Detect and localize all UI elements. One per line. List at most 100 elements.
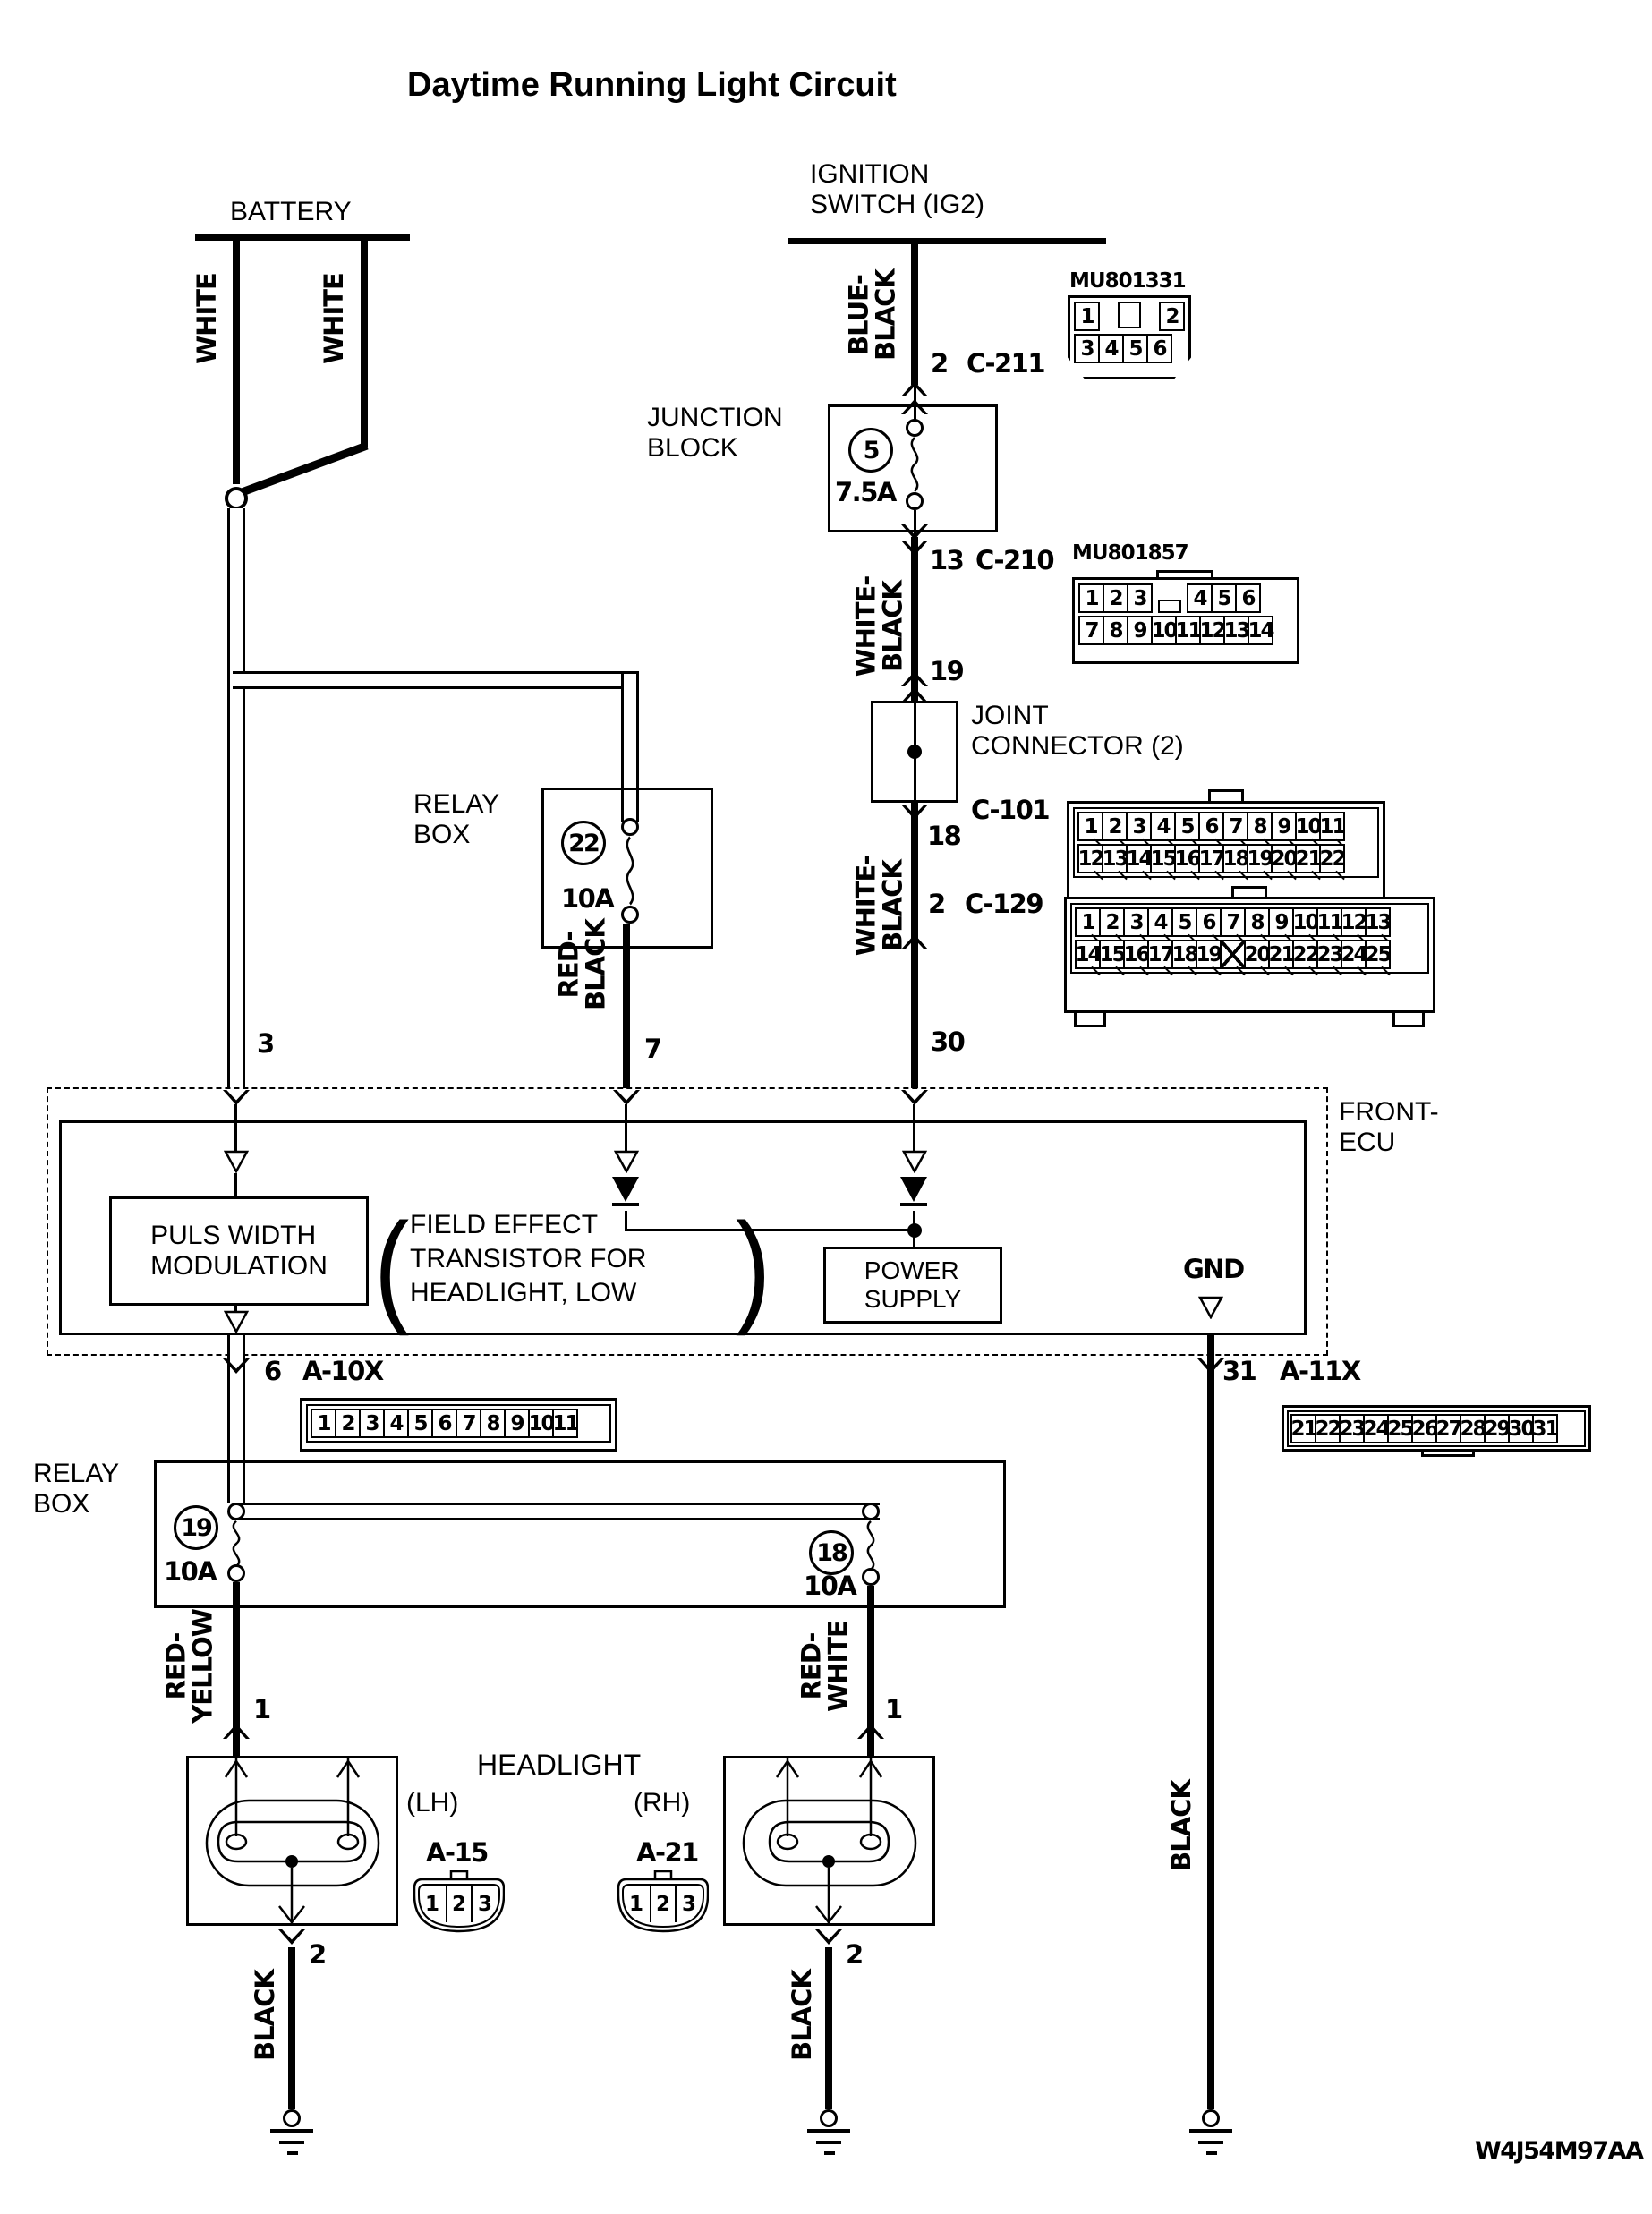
svg-text:3: 3: [682, 1893, 696, 1916]
joint-connector-node: [907, 745, 922, 759]
fuse18-rating: 10A: [804, 1571, 857, 1601]
pin-cell: 11: [1175, 616, 1203, 645]
c210-part-number: MU801857: [1072, 541, 1189, 565]
pin-cell: 5: [1171, 907, 1197, 937]
pin-cell: 23: [1316, 940, 1344, 969]
power-supply-block: POWER SUPPLY: [823, 1247, 1002, 1324]
pwm-label: PULS WIDTH MODULATION: [150, 1220, 328, 1281]
pin-cell: 6: [1146, 334, 1172, 363]
fuse5-terminal-top: [906, 419, 924, 437]
pin-cell: 3: [1126, 812, 1152, 841]
pin-cell: 11: [1316, 907, 1344, 937]
pin-cell: 19: [1247, 844, 1274, 873]
wire-color-red-black: RED- BLACK: [553, 919, 611, 1010]
pin-cell: 7: [456, 1409, 481, 1438]
pin-cell: 9: [1127, 616, 1153, 645]
c129-name: C-129: [965, 889, 1044, 919]
connector-crossing-chevron: [278, 1929, 305, 1945]
fuse18-terminal-top: [862, 1503, 880, 1520]
c210-pin: 13: [930, 545, 965, 575]
ecu-pin3-lead: [234, 1104, 237, 1152]
headlight-lh-pin2: 2: [309, 1939, 327, 1970]
ground-symbol-rh: [807, 2129, 850, 2133]
fuse5-element: [910, 437, 919, 492]
pin-cell: 10: [528, 1409, 556, 1438]
ground-symbol-lh: [287, 2151, 298, 2155]
pin-cell: 27: [1435, 1414, 1463, 1443]
a15-name: A-15: [426, 1837, 489, 1868]
pin-cell: 21: [1290, 1414, 1318, 1443]
pin-cell: 12: [1077, 844, 1105, 873]
pin-cell: 5: [407, 1409, 433, 1438]
pin-cell: 10: [1295, 812, 1323, 841]
connector-key-slot: [1158, 600, 1181, 613]
pin-cell: 12: [1199, 616, 1227, 645]
wire-color-red-yellow: RED- YELLOW: [160, 1609, 218, 1724]
fuse22-element: [626, 836, 634, 906]
fuse22-rating: 10A: [561, 883, 615, 914]
pin-cell: 23: [1339, 1414, 1367, 1443]
battery-wire-right: [361, 241, 368, 447]
c211-pin: 2: [931, 348, 949, 379]
fuse5-rating: 7.5A: [835, 477, 897, 507]
pin-cell: 4: [1150, 812, 1176, 841]
junction-dot: [907, 1223, 922, 1238]
battery-junction-node: [225, 487, 248, 510]
battery-wire-left: [233, 241, 240, 484]
pin-cell: 19: [1196, 940, 1223, 969]
wire-color-white-right: WHITE: [318, 273, 349, 364]
svg-text:3: 3: [478, 1893, 492, 1916]
pin-cell: 11: [552, 1409, 580, 1438]
pin-cell: 26: [1411, 1414, 1439, 1443]
c101-name: C-101: [971, 795, 1051, 825]
pin-cell: 2: [335, 1409, 361, 1438]
pin-cell: 2: [1103, 583, 1128, 613]
pin-cell: 9: [1271, 812, 1297, 841]
fuse22-terminal-bottom: [621, 906, 639, 924]
document-code: W4J54M97AA: [1475, 2137, 1644, 2165]
pin-cell: 13: [1102, 844, 1129, 873]
relay-box-lower: [154, 1460, 1006, 1608]
pin-cell: 9: [504, 1409, 530, 1438]
pin-cell: 6: [1235, 583, 1261, 613]
c129-pin: 2: [928, 889, 946, 919]
pin-cell: [1220, 940, 1246, 969]
fuse22-terminal-top: [621, 818, 639, 836]
ground-terminal-ecu: [1202, 2109, 1220, 2127]
pin-cell: 13: [1365, 907, 1392, 937]
pin-cell: 7: [1220, 907, 1246, 937]
white-black-wire-2: [911, 803, 918, 1088]
pwm-block: PULS WIDTH MODULATION: [109, 1196, 369, 1306]
pin-cell: 21: [1295, 844, 1323, 873]
fuse18-terminal-bottom: [862, 1568, 880, 1586]
fuse19-element: [232, 1520, 241, 1568]
pin-cell: 20: [1271, 844, 1299, 873]
pin-cell: 18: [1222, 844, 1250, 873]
wire-color-white-left: WHITE: [191, 273, 222, 364]
battery-branch-wire: [233, 671, 639, 689]
fuse5-terminal-bottom: [906, 492, 924, 510]
pin-cell: 29: [1484, 1414, 1511, 1443]
pin-cell: 18: [1171, 940, 1199, 969]
battery-bus-bar: [195, 234, 410, 241]
junction-block-label: JUNCTION BLOCK: [647, 403, 783, 464]
ecu-output-triangle: [224, 1310, 249, 1333]
pin-cell: 13: [1223, 616, 1251, 645]
pin-cell: 1: [1075, 907, 1101, 937]
pin-cell: 15: [1099, 940, 1127, 969]
pin-cell: 7: [1078, 616, 1104, 645]
diode-bus: [625, 1229, 915, 1231]
front-ecu-label: FRONT- ECU: [1339, 1097, 1439, 1158]
battery-feed-wire: [227, 508, 245, 1088]
fuse18-element: [866, 1520, 875, 1571]
pin-cell: 4: [1098, 334, 1124, 363]
pin-cell: 14: [1248, 616, 1275, 645]
ignition-switch-label: IGNITION SWITCH (IG2): [810, 159, 984, 220]
pin-cell: 6: [431, 1409, 457, 1438]
